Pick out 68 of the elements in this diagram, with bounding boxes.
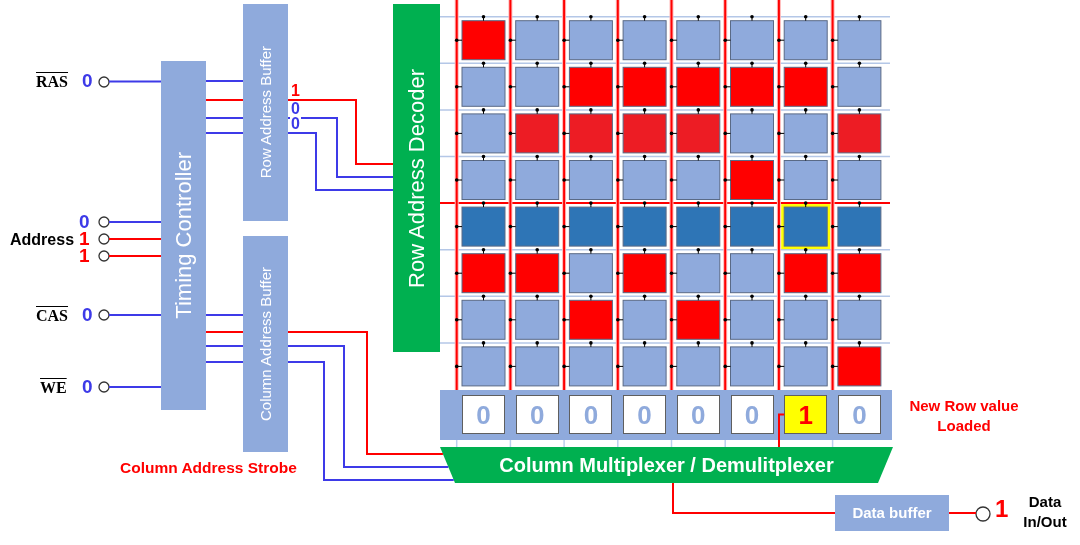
annotation-text: Column Address Strobe: [120, 460, 297, 476]
latch-box: 0: [676, 395, 720, 434]
wire: [108, 221, 162, 223]
block-label: Row Address Buffer: [258, 46, 273, 179]
wire: [205, 99, 244, 101]
pin-circle: [98, 75, 110, 88]
block-label: Timing Controller: [172, 152, 195, 319]
pin-circle: [975, 506, 991, 522]
edge-label: 1: [290, 84, 301, 98]
decoder-block: [393, 4, 440, 352]
annotation-text: New Row value Loaded: [908, 396, 1020, 436]
pin-circle: [98, 381, 110, 393]
wire: [205, 314, 244, 316]
latch-box: 0: [837, 395, 881, 434]
wire: [205, 80, 244, 82]
logic-value: 1: [79, 248, 90, 264]
pin-circle: [98, 216, 110, 228]
latch-box: 1: [784, 395, 828, 434]
wire: [205, 132, 244, 134]
logic-value: 1: [79, 231, 90, 247]
sense-amplifier-bar: [440, 390, 892, 440]
logic-value: 0: [82, 379, 93, 395]
signal-name: Data In/Out: [1022, 492, 1068, 532]
logic-value: 0: [79, 214, 90, 230]
block-label: Column Address Buffer: [258, 267, 273, 421]
signal-name: CAS: [36, 308, 68, 324]
block-label: Row Address Decoder: [405, 68, 428, 288]
buffer-block: [243, 4, 288, 221]
multiplexer-trapezoid: [440, 447, 893, 483]
buffer-block: [243, 236, 288, 452]
latch-box: 0: [623, 395, 667, 434]
latch-box: 0: [515, 395, 559, 434]
controller-block: [161, 61, 206, 410]
wire: [205, 331, 244, 333]
pin-circle: [98, 233, 110, 245]
wire: [287, 117, 394, 178]
wire: [108, 238, 162, 240]
wire: [108, 386, 162, 388]
wire: [108, 80, 162, 83]
signal-name: WE: [40, 380, 67, 396]
logic-value: 1: [995, 501, 1009, 517]
wire: [205, 345, 244, 347]
wire: [287, 361, 455, 481]
block-label: Data buffer: [852, 504, 932, 522]
wire: [108, 314, 162, 316]
signal-name: Address: [10, 232, 75, 248]
wire: [205, 361, 244, 363]
wire: [287, 345, 450, 468]
wire: [108, 255, 162, 257]
wire: [672, 482, 836, 514]
block-label: Column Multiplexer / Demulitplexer: [499, 454, 834, 476]
latch-box: 0: [462, 395, 505, 434]
logic-value: 0: [82, 307, 93, 323]
buffer-block: [835, 495, 949, 531]
wire: [948, 512, 977, 514]
pin-circle: [98, 309, 110, 321]
edge-label: 0: [290, 117, 301, 131]
wire: [778, 413, 786, 448]
wire: [287, 331, 444, 455]
pin-circle: [98, 250, 110, 262]
wire: [287, 132, 394, 191]
signal-name: RAS: [36, 74, 68, 90]
latch-box: 0: [569, 395, 613, 434]
wire: [287, 99, 394, 165]
wire: [205, 117, 244, 119]
latch-box: 0: [730, 395, 774, 434]
edge-label: 0: [290, 102, 301, 116]
logic-value: 0: [82, 73, 93, 89]
